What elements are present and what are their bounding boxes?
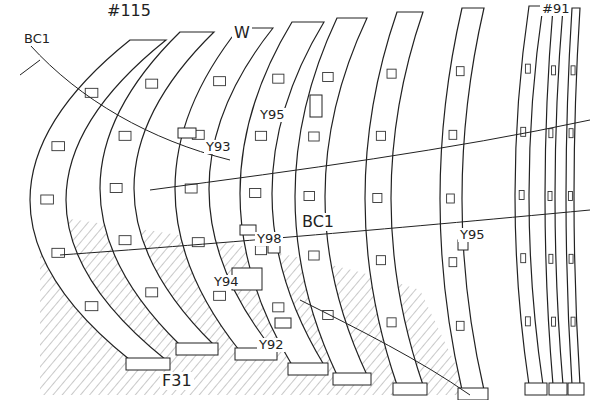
cutout (146, 79, 158, 88)
cutout (41, 195, 54, 204)
cutout (387, 69, 396, 78)
cutout (571, 317, 575, 326)
frame-tab (525, 383, 547, 395)
cutout (449, 258, 457, 267)
cutout (373, 194, 382, 203)
cutout (519, 191, 524, 200)
cutout (214, 77, 226, 86)
frame-tab (288, 363, 328, 375)
frame-tab (176, 343, 218, 355)
cutout (456, 321, 464, 330)
cutout (521, 127, 526, 136)
cutout (273, 74, 284, 83)
cutout (552, 317, 556, 326)
cutout (456, 67, 464, 76)
cutout (549, 129, 553, 138)
cutout (255, 131, 266, 140)
frame-tab (393, 383, 427, 395)
frame-band (545, 8, 563, 385)
cutout (569, 254, 573, 263)
frame-band (566, 8, 580, 385)
equipment-box (310, 95, 322, 117)
callout-label: #91 (540, 2, 571, 16)
frame-tab (568, 383, 584, 395)
frame-band (515, 6, 543, 385)
cutout (309, 132, 320, 141)
callout-label: W (232, 24, 252, 42)
leader-line (20, 60, 40, 75)
stringer-line (300, 300, 470, 395)
cutout (376, 131, 385, 140)
cutout (273, 303, 284, 312)
cutout (110, 184, 122, 193)
callout-label: #115 (105, 2, 153, 20)
cutout (250, 189, 261, 198)
callout-label: Y94 (212, 275, 240, 289)
frame-band (295, 18, 367, 375)
frame-tab (126, 358, 170, 370)
stringer-line (60, 210, 590, 255)
cutout (214, 291, 226, 300)
cutout (549, 254, 553, 263)
stringer-line (150, 120, 590, 190)
cutout (548, 192, 552, 201)
cutout (571, 66, 575, 75)
cutout (447, 194, 455, 203)
callout-label: BC1 (22, 32, 52, 46)
callout-label: F31 (160, 372, 194, 390)
cutout (569, 129, 573, 138)
cutout (304, 192, 315, 201)
callout-label: Y92 (257, 338, 285, 352)
cutout (376, 256, 385, 265)
callout-label: Y95 (258, 108, 286, 122)
stringer-line (30, 45, 230, 160)
cutout (387, 318, 396, 327)
cutout (146, 288, 158, 297)
cutout (521, 254, 526, 263)
callout-label: Y93 (204, 140, 232, 154)
cutout (85, 302, 98, 311)
cutout (525, 64, 530, 73)
callout-label: BC1 (300, 213, 336, 231)
cutout (449, 130, 457, 139)
cutout (119, 236, 131, 245)
callout-label: Y95 (458, 228, 486, 242)
frame-band (240, 22, 324, 365)
cutout (52, 142, 65, 151)
cutout (52, 248, 65, 257)
frame-band (440, 8, 484, 390)
frame-tab (549, 383, 567, 395)
callout-label: Y98 (255, 232, 283, 246)
frame-band (175, 28, 273, 350)
equipment-box (178, 128, 196, 138)
frame-tab (333, 373, 371, 385)
frame-band (30, 40, 166, 360)
cutout (309, 251, 320, 260)
equipment-box (275, 318, 291, 328)
cutout (525, 317, 530, 326)
cutout (568, 192, 572, 201)
cutout (255, 246, 266, 255)
cutout (119, 131, 131, 140)
cutout (323, 73, 334, 82)
equipment-box (240, 225, 256, 235)
cutout (552, 66, 556, 75)
frame-band (365, 12, 423, 385)
